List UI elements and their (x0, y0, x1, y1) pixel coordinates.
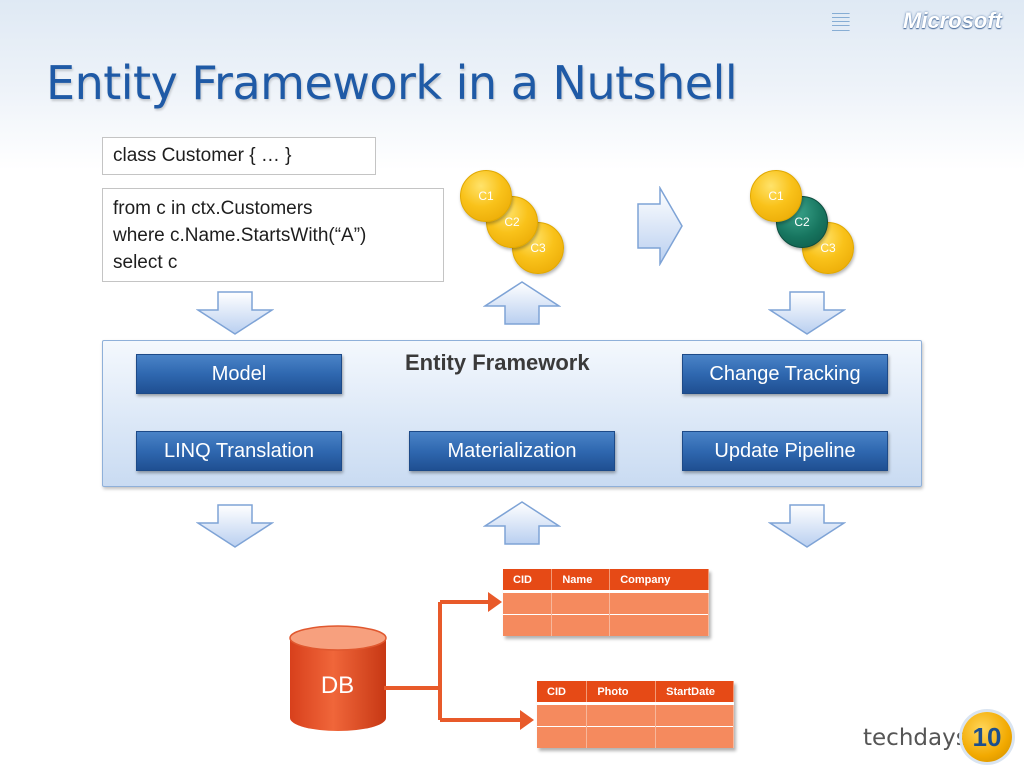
table-column-header: CID (503, 569, 553, 592)
table-row (503, 590, 709, 615)
query-line: from c in ctx.Customers (113, 198, 313, 219)
employee-table: CID Photo StartDate (537, 681, 734, 748)
right-arrow-icon (636, 186, 684, 266)
linq-translation-block: LINQ Translation (136, 431, 342, 471)
down-arrow-icon (196, 290, 274, 336)
table-column-header: StartDate (655, 681, 734, 704)
customer-object-c1: C1 (750, 170, 802, 222)
customer-table: CID Name Company (503, 569, 709, 636)
change-tracking-block: Change Tracking (682, 354, 888, 394)
table-row (537, 726, 734, 748)
connector-arrowhead-icon (440, 708, 536, 737)
up-arrow-icon (483, 500, 561, 546)
down-arrow-icon (768, 290, 846, 336)
query-line: where c.Name.StartsWith(“A”) (113, 225, 367, 246)
customer-object-c1: C1 (460, 170, 512, 222)
table-column-header: Company (609, 569, 709, 592)
techdays-logo-text: techdays (863, 725, 968, 751)
table-row (537, 702, 734, 727)
query-line: select c (113, 252, 178, 273)
table-column-header: Name (551, 569, 611, 592)
update-pipeline-block: Update Pipeline (682, 431, 888, 471)
materialization-block: Materialization (409, 431, 615, 471)
down-arrow-icon (196, 503, 274, 549)
db-label: DB (320, 672, 355, 699)
class-definition-box: class Customer { … } (102, 137, 376, 175)
entity-framework-title: Entity Framework (405, 350, 590, 375)
table-column-header: Photo (586, 681, 657, 704)
table-row (503, 614, 709, 636)
techdays-badge: 10 (962, 712, 1012, 762)
database-cylinder-icon (288, 624, 388, 739)
swoosh-icon: 𝄚 (832, 10, 850, 35)
up-arrow-icon (483, 280, 561, 326)
model-block: Model (136, 354, 342, 394)
linq-query-box: from c in ctx.Customers where c.Name.Sta… (102, 188, 444, 282)
class-definition-text: class Customer { … } (113, 145, 292, 166)
customer-object-c3: C3 (512, 222, 564, 274)
table-column-header: CID (537, 681, 588, 704)
microsoft-logo: Microsoft (903, 8, 1002, 33)
slide-title: Entity Framework in a Nutshell (46, 56, 738, 110)
down-arrow-icon (768, 503, 846, 549)
